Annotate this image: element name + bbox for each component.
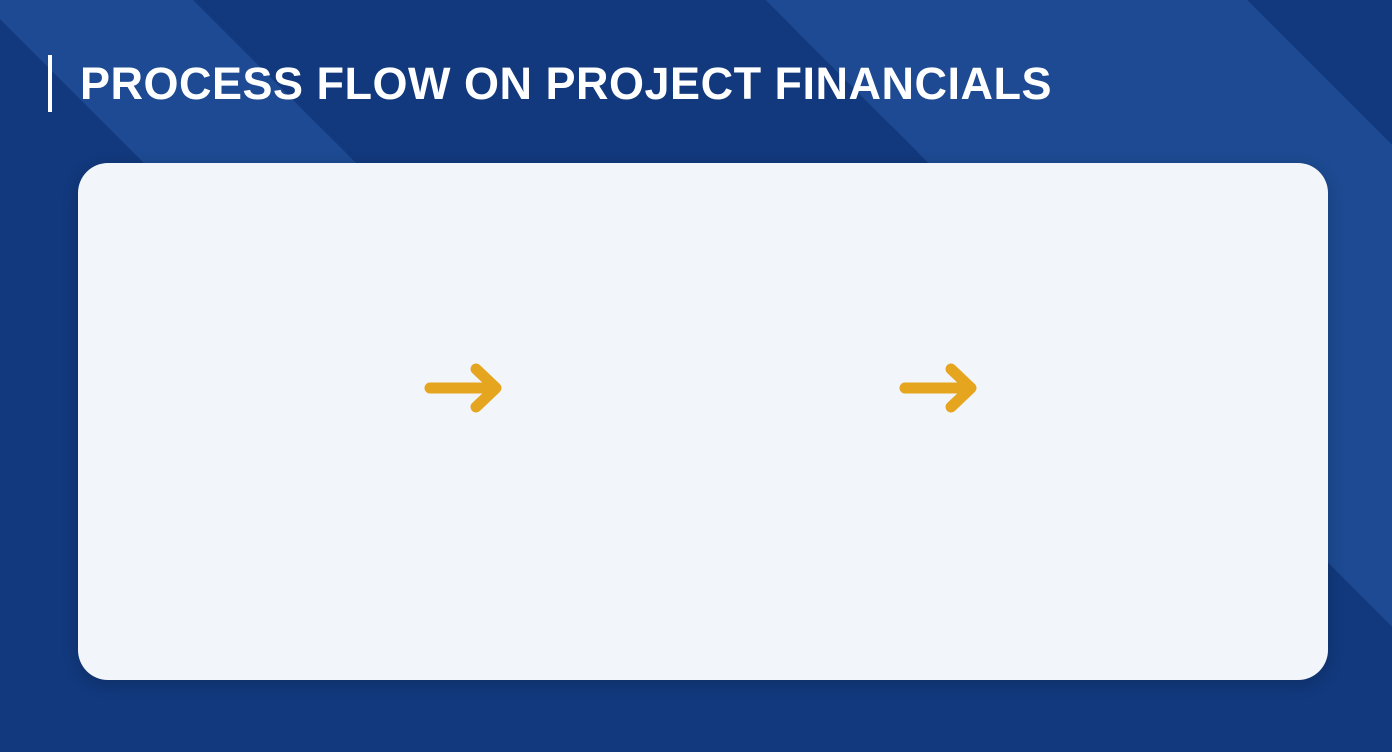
page-title: PROCESS FLOW ON PROJECT FINANCIALS	[80, 58, 1053, 109]
title-accent-bar	[48, 55, 52, 112]
flow-panel	[78, 163, 1328, 680]
title-row: PROCESS FLOW ON PROJECT FINANCIALS	[48, 55, 1052, 112]
arrow-right-icon-1	[424, 361, 510, 415]
arrow-right-icon-2	[899, 361, 985, 415]
